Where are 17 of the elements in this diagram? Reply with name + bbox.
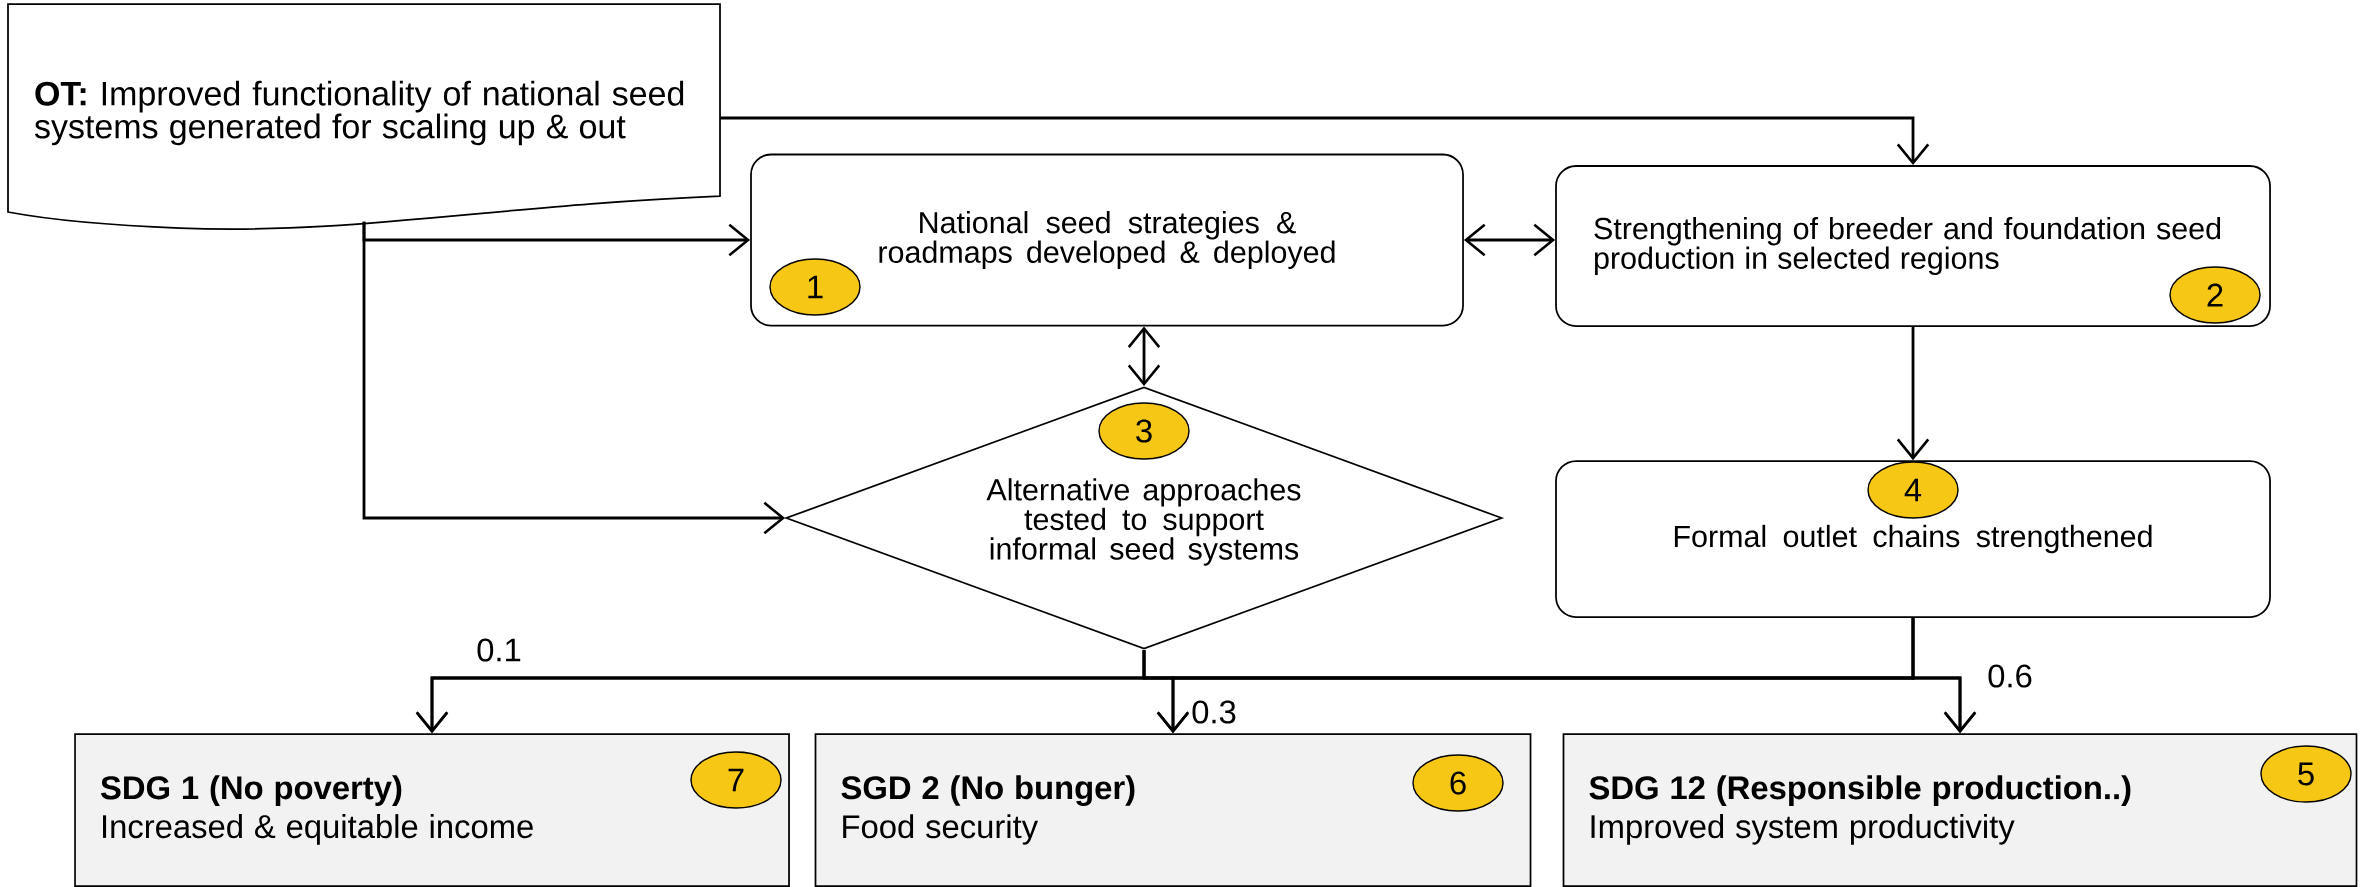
number-badge: 3 [1098,402,1190,460]
number-badge: 5 [2260,745,2352,803]
number-badge: 4 [1867,461,1959,519]
number-badge: 7 [690,751,782,809]
number-badge: 6 [1412,754,1504,812]
edge-label: 0.3 [1188,698,1240,726]
edge-label: 0.1 [473,636,525,664]
number-badge: 1 [769,258,861,316]
arrow [362,221,751,257]
arrow [720,116,1930,166]
edge-label: 0.6 [1984,662,2036,690]
arrow [1463,223,1556,257]
arrow [1911,617,1977,734]
arrow [362,221,786,535]
arrow [1896,326,1930,461]
document-box: OT: Improved functionality of national seed systems generated for scaling up & out [7,3,721,230]
number-badge: 2 [2169,266,2261,324]
